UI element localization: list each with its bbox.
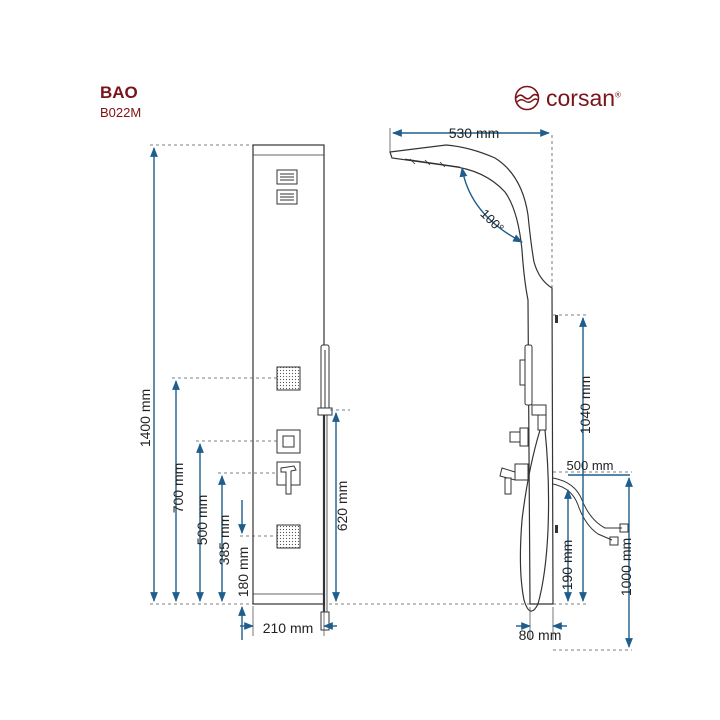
body-jet-lower: [276, 524, 301, 549]
product-name: BAO: [100, 83, 138, 102]
dim-530: 530 mm: [449, 125, 500, 141]
mixer-lever: [276, 461, 301, 495]
side-knobs: [499, 427, 529, 495]
dim-180: 180 mm: [235, 547, 251, 598]
brand-name: corsan®: [546, 84, 621, 111]
wave-logo-icon: [514, 85, 540, 111]
dim-500-inlet: 500 mm: [567, 458, 614, 473]
inlet-pipes: [552, 477, 629, 546]
hand-shower: [317, 344, 333, 631]
dim-620: 620 mm: [334, 481, 350, 532]
body-jet-upper: [276, 366, 301, 391]
dim-1040: 1040 mm: [577, 376, 593, 434]
dim-190: 190 mm: [559, 540, 575, 591]
diverter-knob: [276, 429, 301, 454]
side-hand-shower: [519, 344, 547, 431]
front-view: 1400 mm 700 mm 500 mm 385 mm 180 mm 620 …: [137, 144, 553, 640]
brand-logo: corsan®: [512, 84, 621, 112]
dim-80: 80 mm: [519, 627, 562, 643]
side-view: 530 mm 100° 1040 mm 500 mm 190 mm 1000 m…: [389, 125, 634, 651]
top-body-jets: [276, 169, 298, 205]
dim-210: 210 mm: [263, 620, 314, 636]
side-hose: [519, 429, 550, 612]
dim-385: 385 mm: [216, 515, 232, 566]
dim-700: 700 mm: [170, 463, 186, 514]
dim-1400: 1400 mm: [137, 389, 153, 447]
dim-1000: 1000 mm: [618, 538, 634, 596]
dim-500: 500 mm: [194, 495, 210, 546]
product-code: B022M: [100, 105, 142, 120]
